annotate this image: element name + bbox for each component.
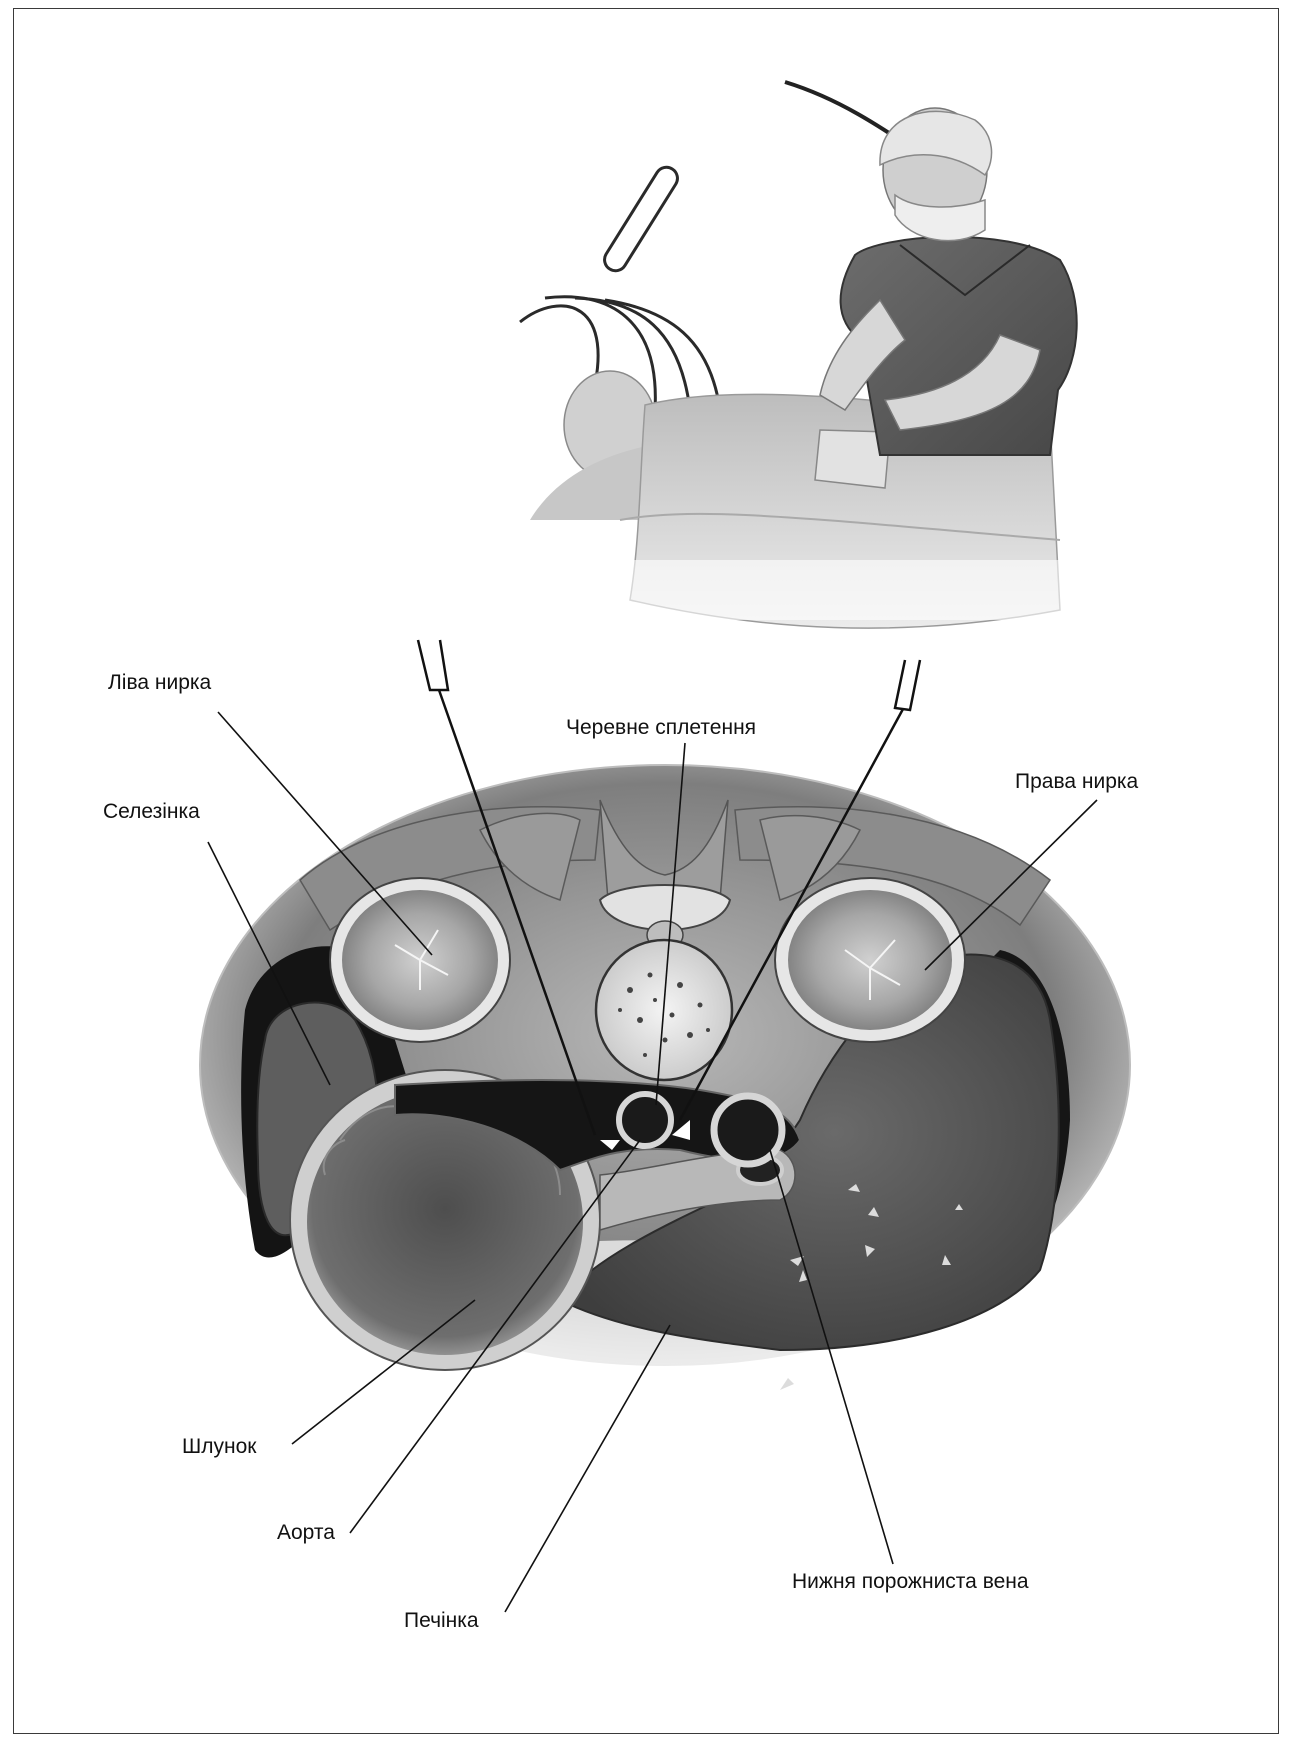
label-aorta: Аорта — [277, 1521, 335, 1544]
label-stomach: Шлунок — [182, 1435, 257, 1458]
label-spleen: Селезінка — [103, 800, 200, 823]
probe-capsule — [600, 163, 681, 275]
procedure-scene — [500, 82, 1100, 628]
cross-section — [200, 640, 1130, 1420]
right-kidney — [788, 890, 952, 1030]
label-liver: Печінка — [404, 1609, 479, 1632]
label-left-kidney: Ліва нирка — [108, 671, 212, 694]
label-right-kidney: Права нирка — [1015, 770, 1139, 793]
label-ivc: Нижня порожниста вена — [792, 1570, 1029, 1593]
aorta — [619, 1094, 671, 1146]
label-celiac-plexus: Черевне сплетення — [566, 716, 756, 739]
